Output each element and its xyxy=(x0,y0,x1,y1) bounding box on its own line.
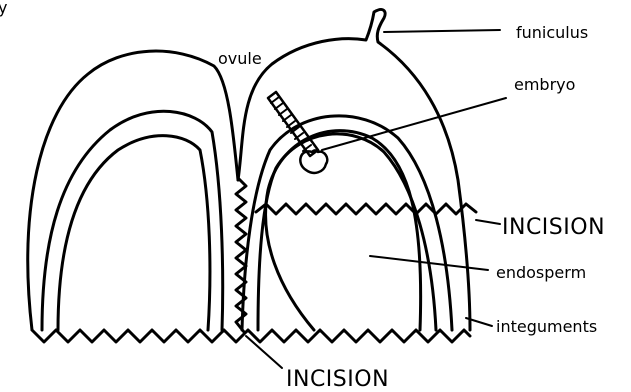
embryo-label: embryo xyxy=(514,75,575,94)
leader-funiculus xyxy=(384,30,500,32)
leader-vertical-incision xyxy=(246,336,282,368)
integuments-label: integuments xyxy=(496,317,597,336)
left-integument-inner xyxy=(58,136,210,330)
leader-embryo xyxy=(322,98,506,150)
right-integument-inner xyxy=(258,134,436,330)
right-half-outline xyxy=(238,10,470,330)
horizontal-zigzag xyxy=(256,204,476,214)
vertical-zigzag xyxy=(236,178,246,332)
ovule-label: ovule xyxy=(218,49,262,68)
incision-vertical-label: INCISION xyxy=(286,367,389,392)
endosperm-label: endosperm xyxy=(496,263,586,282)
corner-label-fragment: y xyxy=(0,0,7,17)
endosperm-boundary xyxy=(266,131,421,330)
funiculus-label: funiculus xyxy=(516,23,588,42)
leader-horizontal-incision xyxy=(476,220,500,224)
incision-horizontal-label: INCISION xyxy=(502,215,605,240)
